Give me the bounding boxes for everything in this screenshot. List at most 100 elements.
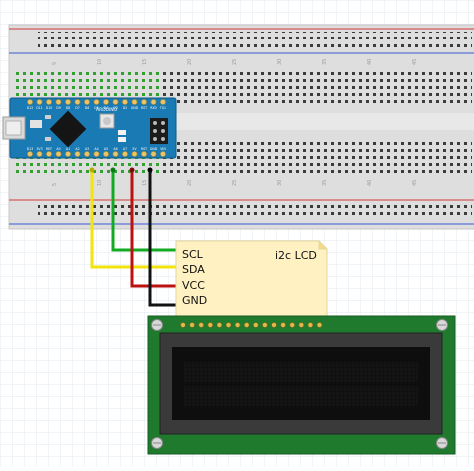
nano-pin [36, 151, 43, 157]
nano-pin [36, 99, 43, 105]
nano-pin [122, 99, 128, 105]
nano-pin-label: RST [141, 106, 147, 110]
nano-pin [93, 99, 100, 105]
smd-part-2 [45, 137, 51, 141]
lcd-header-pin [180, 322, 186, 328]
nano-pin [150, 99, 157, 105]
nano-pin-label: RX0 [150, 106, 156, 110]
usb-connector-inner [5, 120, 22, 136]
lcd-header-pin [198, 322, 204, 328]
mounting-screw [436, 319, 448, 331]
nano-pin [84, 99, 90, 105]
nano-pin-label: A5 [104, 147, 108, 151]
nano-pin-label: A7 [123, 147, 127, 151]
nano-pin-label: D8 [66, 106, 70, 110]
nano-pin-label: A1 [66, 147, 70, 151]
nano-pin [93, 151, 100, 157]
column-number: 25 [232, 59, 238, 65]
nano-pin [103, 99, 109, 105]
nano-pin [55, 151, 62, 157]
lcd-screen [172, 347, 430, 420]
nano-pin-label: D6 [85, 106, 89, 110]
wire-scl-end [110, 167, 116, 173]
column-number: 35 [322, 59, 328, 65]
nano-pin-label: GND [150, 147, 158, 151]
lcd-header-pin [253, 322, 259, 328]
nano-pin [112, 151, 119, 157]
nano-pin [131, 151, 138, 157]
nano-pin-label: A2 [75, 147, 79, 151]
icsp-pin [153, 129, 157, 133]
pin-label-sda: SDA [182, 263, 205, 276]
nano-pin [46, 99, 52, 105]
icsp-pin [161, 129, 165, 133]
note-title: i2c LCD [275, 249, 317, 262]
column-number: 40 [367, 180, 373, 186]
icsp-pin [161, 121, 165, 125]
column-number: 45 [412, 59, 418, 65]
nano-pin-label: D2 [123, 106, 127, 110]
nano-pin [141, 99, 147, 105]
note-paper [175, 240, 328, 321]
nano-pin-label: A3 [85, 147, 89, 151]
smd-part-1 [45, 115, 51, 119]
wire-gnd-end [147, 167, 153, 173]
column-number: 20 [187, 180, 193, 186]
column-number: 35 [322, 180, 328, 186]
nano-pin-label: A4 [94, 147, 98, 151]
reset-button-cap [103, 117, 111, 125]
mounting-screw [151, 319, 163, 331]
lcd-header-pin [234, 322, 241, 328]
mounting-screw [151, 437, 163, 449]
lcd-header-pins [180, 322, 323, 328]
column-number: 30 [277, 59, 283, 65]
nano-pin-label: 3V3 [36, 147, 42, 151]
nano-pin [27, 99, 33, 105]
lcd-header-pin [189, 322, 195, 328]
column-number: 10 [97, 180, 103, 186]
column-number: 5 [52, 183, 58, 186]
lcd-header-pin [271, 322, 277, 328]
crystal [30, 120, 42, 128]
nano-pin-label: 5V [132, 147, 137, 151]
lcd-row-2 [184, 386, 418, 406]
icsp-pin [161, 137, 165, 141]
lcd-header-pin [298, 322, 304, 328]
nano-pin-label: TX1 [159, 106, 166, 110]
wire-vcc [130, 170, 177, 288]
lcd-header-pin [280, 322, 286, 328]
led-2 [118, 137, 126, 142]
nano-pin [160, 151, 166, 157]
nano-pin-label: REF [46, 147, 52, 151]
lcd-header-pin [225, 322, 232, 328]
wire-sda-end [89, 167, 95, 173]
nano-pin [150, 151, 157, 157]
nano-pin-label: D10 [46, 106, 53, 110]
nano-pin [141, 151, 147, 157]
column-number: 15 [142, 180, 148, 186]
bottom-rail-holes-1 [38, 203, 472, 210]
wire-vcc-end [129, 167, 135, 173]
nano-pin-label: D7 [75, 106, 79, 110]
wire-scl [111, 170, 177, 252]
nano-pin [74, 151, 81, 157]
column-number: 15 [142, 59, 148, 65]
pin-label-scl: SCL [182, 248, 204, 261]
atmega-chip [49, 110, 87, 148]
nano-pin [131, 99, 138, 105]
nano-pin [74, 99, 81, 105]
nano-pin-label: D5 [94, 106, 98, 110]
column-number: 40 [367, 59, 373, 65]
icsp-pin [153, 137, 157, 141]
lcd-header-pin [207, 322, 214, 328]
led-1 [118, 130, 126, 135]
icsp-pin [153, 121, 157, 125]
column-number: 10 [97, 59, 103, 65]
nano-pin [27, 151, 33, 157]
lcd-header-pin [316, 322, 323, 328]
